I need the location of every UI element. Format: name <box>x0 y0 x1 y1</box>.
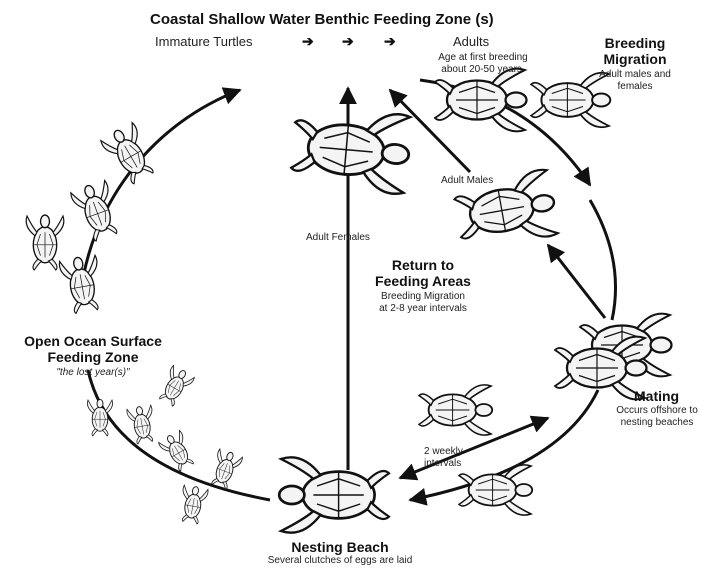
arrow-glyph-2: ➔ <box>342 33 354 49</box>
nesting-beach-note: Several clutches of eggs are laid <box>240 555 440 567</box>
weekly-line1: 2 weekly <box>424 446 463 458</box>
juvenile-turtle-icon-2 <box>70 179 124 243</box>
return-note-line1: Breeding Migration <box>358 291 488 303</box>
breeding-title-line1: Breeding <box>580 35 690 51</box>
breeding-note-line2: females <box>580 81 690 93</box>
age-note-line2: about 20-50 years. <box>418 64 548 76</box>
hatchling-icon-3 <box>126 405 157 445</box>
adult-females-label: Adult Females <box>306 232 370 244</box>
breeding-title-line2: Migration <box>580 51 690 67</box>
mating-note: Occurs offshore to nesting beaches <box>602 405 712 428</box>
adult-males-label: Adult Males <box>441 175 493 187</box>
return-note: Breeding Migration at 2-8 year intervals <box>358 291 488 314</box>
mating-title: Mating <box>634 388 679 404</box>
adult-female-turtle-icon <box>290 105 412 194</box>
return-title-line2: Feeding Areas <box>358 273 488 289</box>
return-note-line2: at 2-8 year intervals <box>358 303 488 315</box>
hatchling-icon-6 <box>178 485 209 525</box>
arrow-glyph-1: ➔ <box>302 33 314 49</box>
return-arrow <box>548 245 605 318</box>
breeding-migration-note: Adult males and females <box>580 69 690 92</box>
migrating-turtle-icon-1 <box>435 69 527 132</box>
juvenile-turtle-icon-3 <box>26 215 64 270</box>
weekly-line2: intervals <box>424 458 463 470</box>
open-ocean-title: Open Ocean Surface Feeding Zone <box>8 333 178 365</box>
nesting-beach-title: Nesting Beach <box>240 539 440 555</box>
immature-turtles-label: Immature Turtles <box>155 35 253 50</box>
return-title: Return to Feeding Areas <box>358 257 488 289</box>
mating-note-line2: nesting beaches <box>602 417 712 429</box>
hatchling-icon-4 <box>158 430 198 474</box>
zone-title: Coastal Shallow Water Benthic Feeding Zo… <box>150 11 494 28</box>
open-ocean-title-line1: Open Ocean Surface <box>8 333 178 349</box>
arrow-glyph-3: ➔ <box>384 33 396 49</box>
age-note-line1: Age at first breeding <box>418 52 548 64</box>
open-ocean-title-line2: Feeding Zone <box>8 349 178 365</box>
returning-turtle-icon <box>459 465 532 515</box>
nesting-turtle-icon <box>279 457 389 532</box>
swimming-turtle-icon <box>419 385 492 435</box>
juvenile-turtle-icon-1 <box>100 121 160 187</box>
mating-note-line1: Occurs offshore to <box>602 405 712 417</box>
juvenile-turtle-icon-4 <box>59 254 106 315</box>
age-note: Age at first breeding about 20-50 years. <box>418 52 548 75</box>
weekly-intervals-label: 2 weekly intervals <box>424 446 463 469</box>
open-ocean-note: "the lost year(s)" <box>8 367 178 379</box>
adults-label: Adults <box>453 35 489 50</box>
breeding-migration-title: Breeding Migration <box>580 35 690 67</box>
breeding-note-line1: Adult males and <box>580 69 690 81</box>
return-title-line1: Return to <box>358 257 488 273</box>
